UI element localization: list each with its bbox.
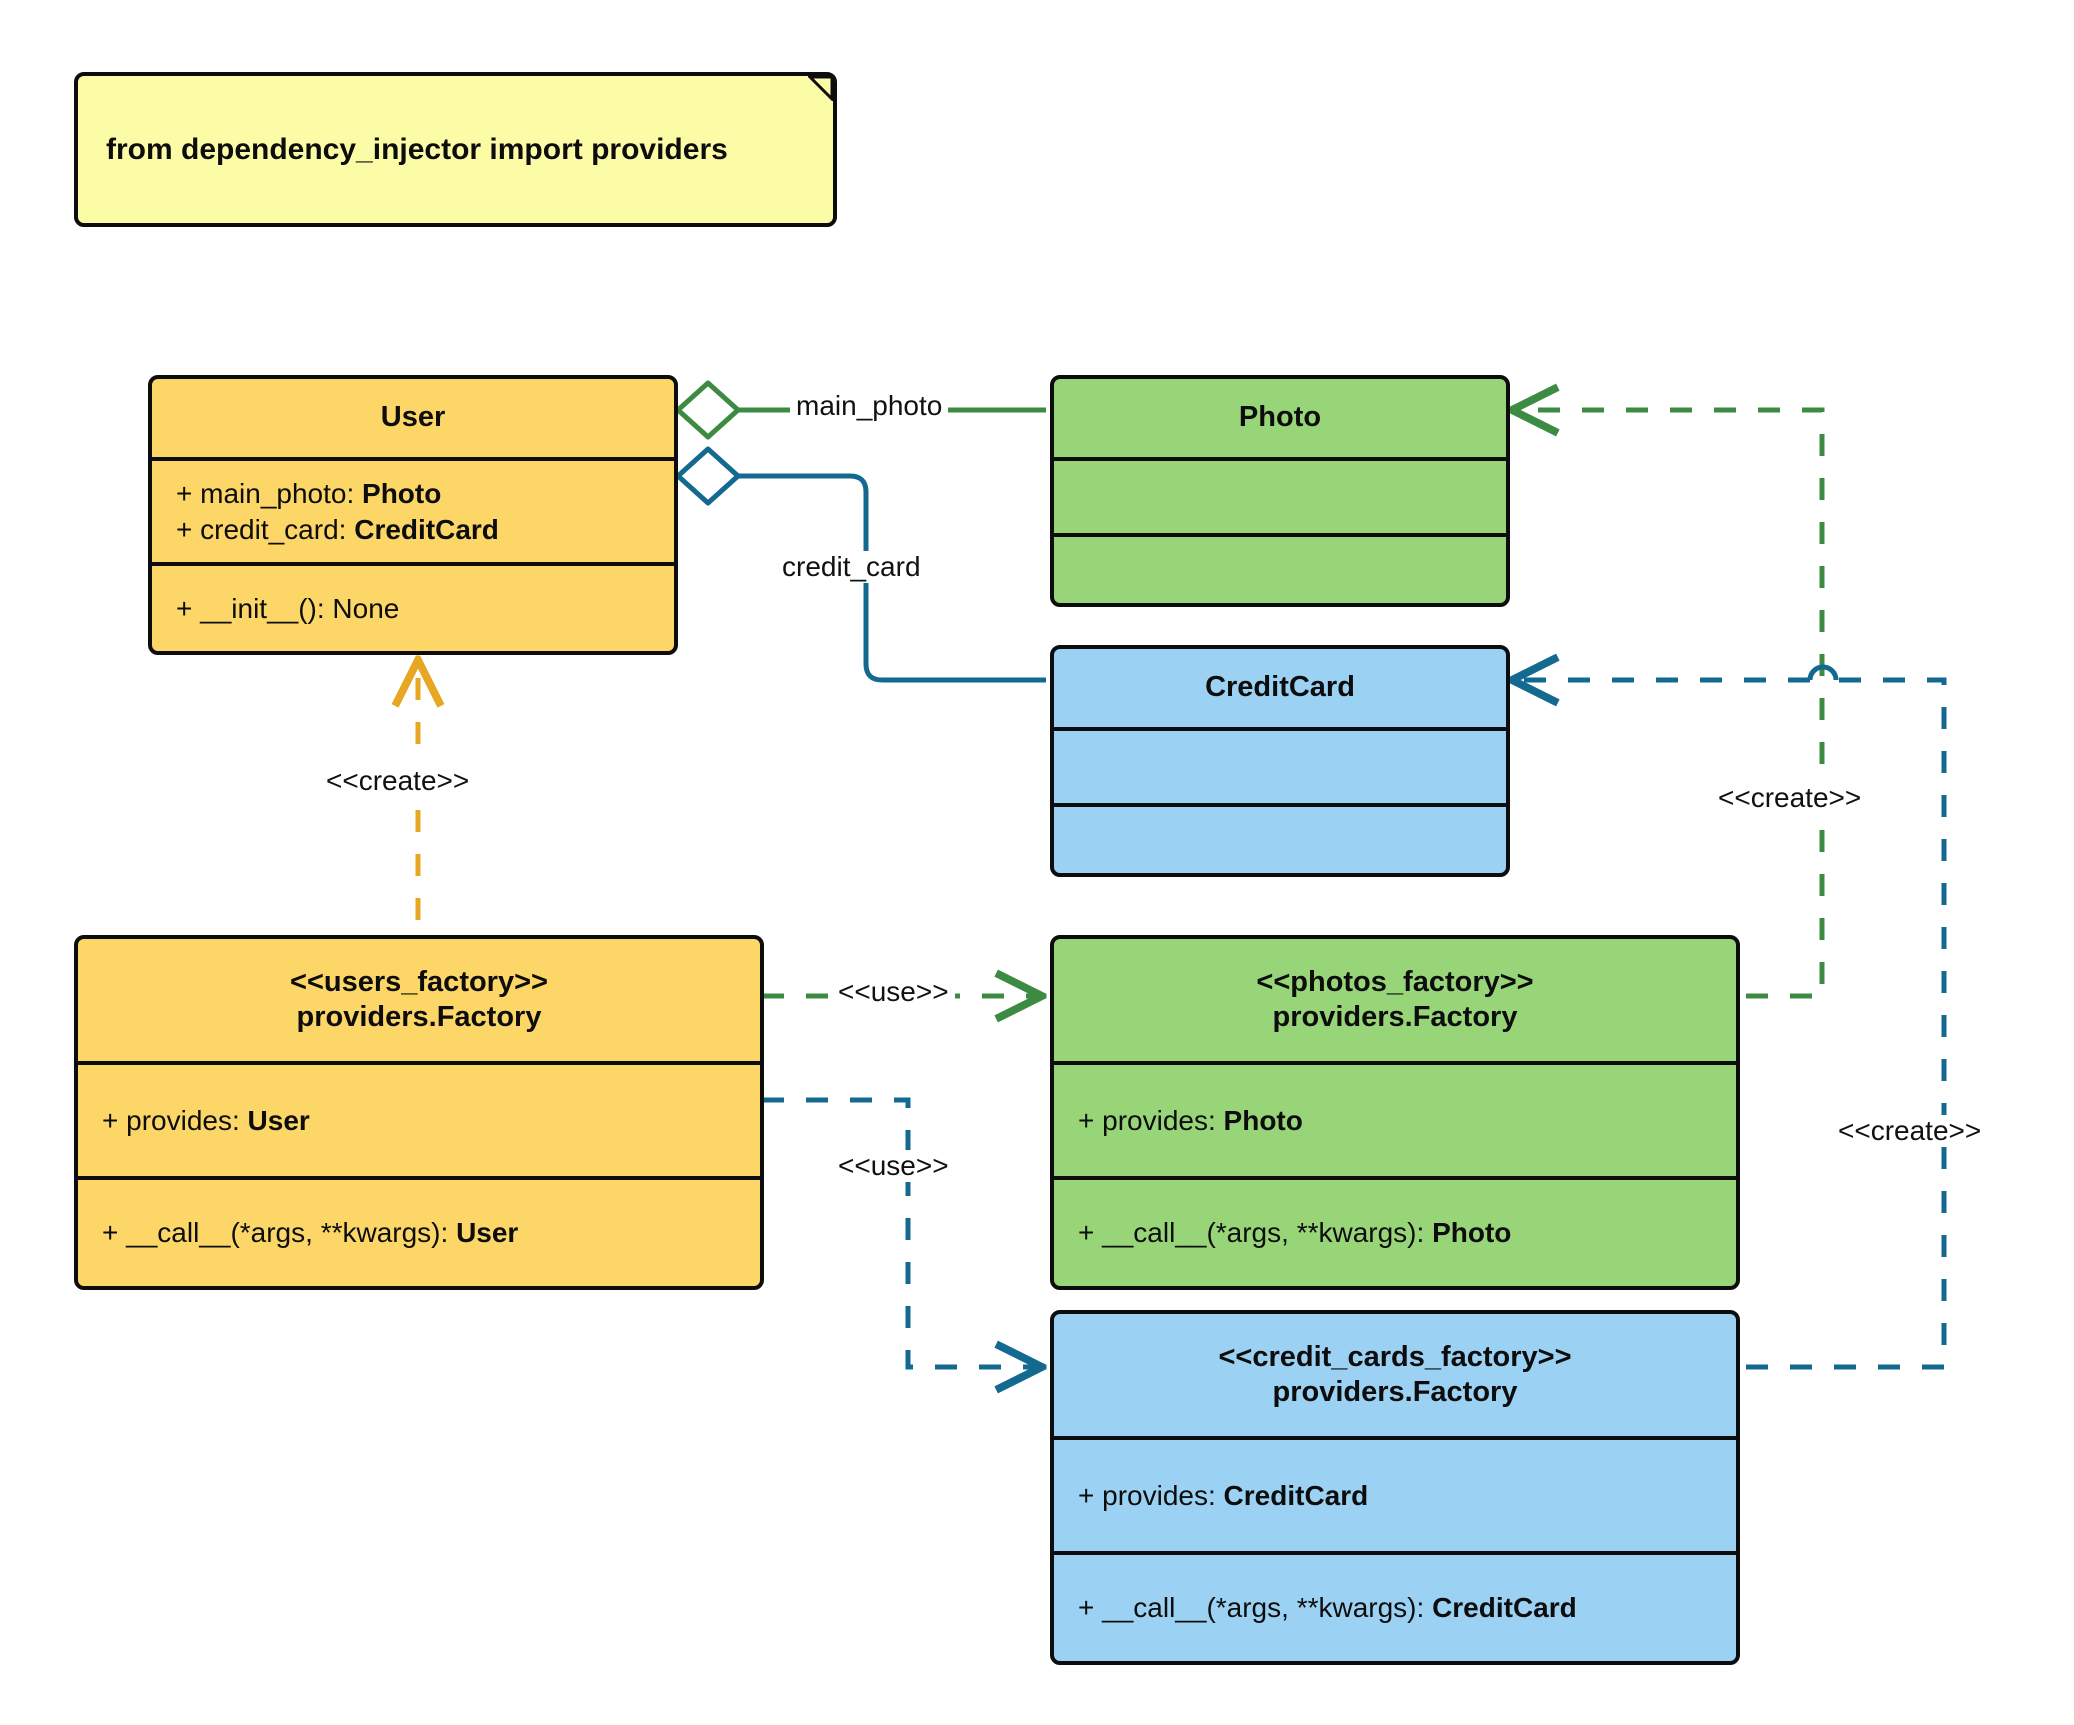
class-box-credit-card[interactable]: CreditCard	[1050, 645, 1510, 877]
class-credit-cards-factory-title-section: <<credit_cards_factory>> providers.Facto…	[1054, 1314, 1736, 1436]
class-credit-card-name: CreditCard	[1205, 671, 1355, 704]
attr-type: Photo	[1223, 1104, 1303, 1136]
class-photos-factory-method-row: + __call__(*args, **kwargs): Photo	[1054, 1215, 1736, 1250]
class-photos-factory-methods-section: + __call__(*args, **kwargs): Photo	[1054, 1176, 1736, 1286]
class-photo-attributes-section	[1054, 457, 1506, 533]
method-type: Photo	[1432, 1217, 1512, 1249]
edge-use-credit-cards	[762, 1097, 1042, 1367]
class-photos-factory-stereotype: <<photos_factory>>	[1256, 965, 1534, 998]
class-credit-cards-factory-stereotype: <<credit_cards_factory>>	[1218, 1340, 1572, 1373]
method-label: __call__(*args, **kwargs):	[1102, 1592, 1433, 1624]
class-credit-card-methods-section	[1054, 803, 1506, 873]
note-fold-icon	[808, 75, 834, 101]
method-visibility: +	[102, 1217, 119, 1249]
class-box-users-factory[interactable]: <<users_factory>> providers.Factory + pr…	[74, 935, 764, 1290]
method-label: __call__(*args, **kwargs):	[126, 1217, 457, 1249]
code-note: from dependency_injector import provider…	[74, 72, 837, 227]
edge-label-use-credit-cards: <<use>>	[832, 1150, 955, 1182]
edge-label-main-photo: main_photo	[790, 390, 949, 422]
class-photos-factory-attribute-row: + provides: Photo	[1054, 1103, 1736, 1138]
class-user-attribute-row: + credit_card: CreditCard	[152, 512, 674, 547]
method-visibility: +	[1078, 1217, 1095, 1249]
attr-visibility: +	[102, 1104, 119, 1136]
code-note-text: from dependency_injector import provider…	[106, 132, 728, 166]
attr-visibility: +	[176, 478, 193, 510]
class-credit-cards-factory-method-row: + __call__(*args, **kwargs): CreditCard	[1054, 1590, 1736, 1625]
class-photo-name: Photo	[1238, 401, 1322, 434]
method-visibility: +	[176, 592, 193, 624]
class-users-factory-method-row: + __call__(*args, **kwargs): User	[78, 1215, 760, 1250]
attr-label: provides:	[1102, 1479, 1224, 1511]
class-user-method-row: + __init__(): None	[152, 591, 674, 626]
method-label: __init__(): None	[200, 592, 400, 624]
class-user-methods-section: + __init__(): None	[152, 562, 674, 651]
edge-label-create-user: <<create>>	[320, 765, 476, 797]
class-users-factory-stereotype: <<users_factory>>	[290, 965, 548, 998]
attr-type: CreditCard	[1223, 1479, 1369, 1511]
edge-label-create-credit-card: <<create>>	[1832, 1115, 1988, 1147]
class-box-photos-factory[interactable]: <<photos_factory>> providers.Factory + p…	[1050, 935, 1740, 1290]
class-credit-cards-factory-name: providers.Factory	[1272, 1376, 1518, 1408]
attr-type: Photo	[362, 478, 442, 510]
class-credit-card-title-section: CreditCard	[1054, 649, 1506, 727]
class-photos-factory-title-section: <<photos_factory>> providers.Factory	[1054, 939, 1736, 1061]
class-credit-cards-factory-methods-section: + __call__(*args, **kwargs): CreditCard	[1054, 1551, 1736, 1661]
attr-label: provides:	[1102, 1104, 1224, 1136]
attr-visibility: +	[1078, 1104, 1095, 1136]
class-users-factory-name: providers.Factory	[296, 1001, 542, 1033]
class-user-name: User	[380, 401, 446, 434]
class-users-factory-attribute-row: + provides: User	[78, 1103, 760, 1138]
class-user-title-section: User	[152, 379, 674, 457]
attr-label: provides:	[126, 1104, 248, 1136]
class-box-photo[interactable]: Photo	[1050, 375, 1510, 607]
attr-label: credit_card:	[200, 513, 355, 545]
method-type: User	[456, 1217, 519, 1249]
class-users-factory-attributes-section: + provides: User	[78, 1061, 760, 1176]
edge-label-credit-card: credit_card	[776, 551, 927, 583]
class-user-attribute-row: + main_photo: Photo	[152, 476, 674, 511]
method-type: CreditCard	[1432, 1592, 1577, 1624]
class-users-factory-methods-section: + __call__(*args, **kwargs): User	[78, 1176, 760, 1286]
class-photo-title-section: Photo	[1054, 379, 1506, 457]
class-users-factory-title-section: <<users_factory>> providers.Factory	[78, 939, 760, 1061]
attr-visibility: +	[176, 513, 193, 545]
class-credit-cards-factory-attribute-row: + provides: CreditCard	[1054, 1478, 1736, 1513]
edge-label-create-photo: <<create>>	[1712, 782, 1868, 814]
method-label: __call__(*args, **kwargs):	[1102, 1217, 1433, 1249]
class-box-credit-cards-factory[interactable]: <<credit_cards_factory>> providers.Facto…	[1050, 1310, 1740, 1665]
edge-label-use-photos: <<use>>	[832, 976, 955, 1008]
method-visibility: +	[1078, 1592, 1095, 1624]
class-credit-card-attributes-section	[1054, 727, 1506, 803]
edge-create-photo	[1512, 410, 1825, 999]
class-credit-cards-factory-attributes-section: + provides: CreditCard	[1054, 1436, 1736, 1551]
class-photos-factory-attributes-section: + provides: Photo	[1054, 1061, 1736, 1176]
attr-visibility: +	[1078, 1479, 1095, 1511]
class-box-user[interactable]: User + main_photo: Photo + credit_card: …	[148, 375, 678, 655]
class-photo-methods-section	[1054, 533, 1506, 603]
class-photos-factory-name: providers.Factory	[1272, 1001, 1518, 1033]
attr-label: main_photo:	[200, 478, 363, 510]
class-user-attributes-section: + main_photo: Photo + credit_card: Credi…	[152, 457, 674, 562]
attr-type: CreditCard	[354, 513, 499, 545]
attr-type: User	[247, 1104, 310, 1136]
